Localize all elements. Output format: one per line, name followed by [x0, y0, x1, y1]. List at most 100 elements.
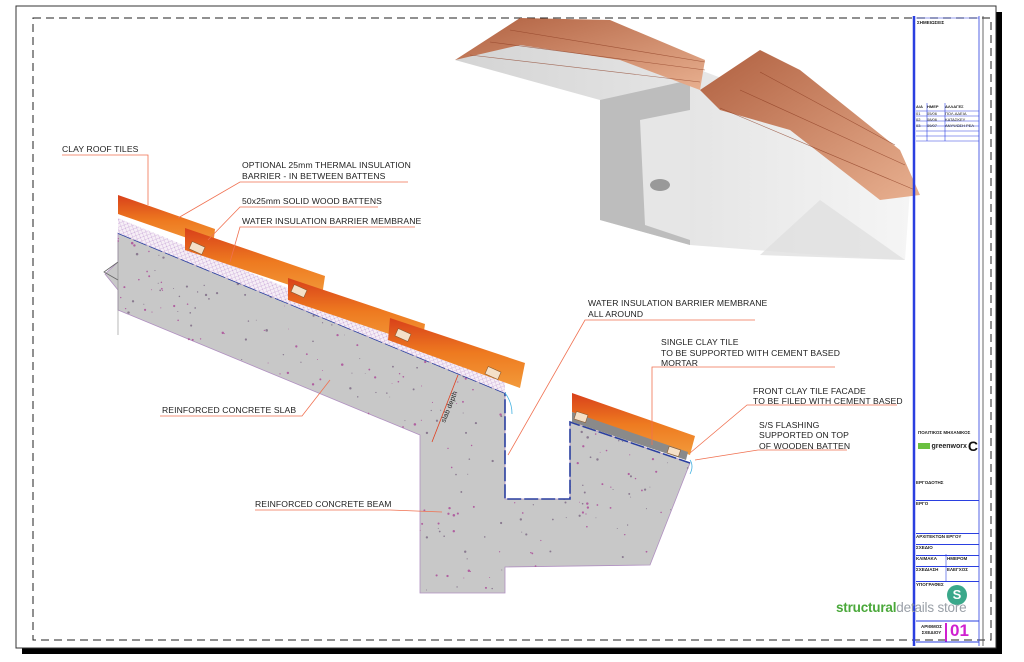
aggregate-dot: [244, 293, 247, 296]
aggregate-dot: [437, 522, 440, 525]
date-label: ΗΜΕΡΟΜ: [947, 556, 968, 561]
aggregate-dot: [159, 289, 162, 292]
aggregate-dot: [288, 328, 290, 330]
rev-date: 05/06: [927, 111, 938, 116]
aggregate-dot: [244, 338, 247, 341]
aggregate-dot: [305, 353, 308, 356]
aggregate-dot: [670, 509, 672, 511]
aggregate-dot: [317, 359, 318, 360]
rev-date: 09/07: [927, 123, 938, 128]
aggregate-dot: [321, 322, 324, 324]
aggregate-dot: [626, 524, 629, 526]
rev-header-changes: ΑΛΛΑΓΕΣ: [945, 104, 964, 109]
revision-header: Α/Α ΗΜΕΡ ΑΛΛΑΓΕΣ: [916, 104, 979, 109]
revision-row: 01 05/06 ΠΟΛ.ΑΔΕΙΑ: [916, 111, 979, 116]
label-beam: REINFORCED CONCRETE BEAM: [255, 499, 392, 509]
aggregate-dot: [500, 415, 503, 418]
rev-header-no: Α/Α: [916, 104, 923, 109]
aggregate-dot: [641, 489, 643, 492]
aggregate-dot: [367, 412, 370, 415]
aggregate-dot: [386, 392, 388, 394]
aggregate-dot: [464, 377, 467, 380]
aggregate-dot: [241, 358, 243, 361]
sheet-number: 01: [950, 621, 969, 640]
aggregate-dot: [123, 286, 126, 289]
aggregate-dot: [389, 396, 391, 398]
aggregate-dot: [402, 375, 405, 378]
aggregate-dot: [157, 282, 159, 284]
aggregate-dot: [117, 240, 120, 242]
aggregate-dot: [178, 295, 181, 298]
aggregate-dot: [596, 458, 599, 461]
aggregate-dot: [194, 307, 197, 309]
aggregate-dot: [321, 370, 323, 372]
client-label: ΕΡΓΟΔΟΤΗΣ: [916, 480, 944, 485]
aggregate-dot: [130, 241, 134, 245]
aggregate-dot: [525, 533, 528, 536]
label-flashing-2: SUPPORTED ON TOP: [759, 430, 849, 440]
aggregate-dot: [464, 431, 468, 434]
label-membrane-all-1: WATER INSULATION BARRIER MEMBRANE: [588, 298, 767, 308]
aggregate-dot: [499, 413, 502, 416]
aggregate-dot: [466, 558, 468, 560]
aggregate-dot: [416, 366, 418, 369]
engineer-title: ΠΟΛΙΤΙΚΟΣ ΜΗΧΑΝΙΚΟΣ: [918, 430, 971, 435]
aggregate-dot: [455, 392, 457, 394]
aggregate-dot: [374, 376, 377, 379]
aggregate-dot: [450, 466, 453, 469]
client-cell: ΕΡΓΟΔΟΤΗΣ: [916, 480, 979, 501]
aggregate-dot: [368, 368, 371, 371]
aggregate-dot: [435, 574, 438, 577]
aggregate-dot: [424, 360, 427, 364]
scale-date-cell: ΚΛΙΜΑΚΑ ΗΜΕΡΟΜ: [916, 556, 979, 567]
aggregate-dot: [616, 527, 618, 529]
aggregate-dot: [143, 303, 145, 305]
aggregate-dot: [552, 518, 554, 521]
aggregate-dot: [425, 589, 427, 591]
label-facade-2: TO BE FILED WITH CEMENT BASED: [753, 396, 903, 406]
aggregate-dot: [582, 445, 585, 448]
aggregate-dot: [491, 587, 493, 590]
aggregate-dot: [452, 513, 456, 517]
aggregate-dot: [578, 514, 581, 517]
aggregate-dot: [435, 419, 439, 422]
aggregate-dot: [295, 345, 298, 348]
aggregate-dot: [331, 324, 333, 326]
aggregate-dot: [340, 363, 344, 366]
rev-change: ΚΑΤΑΣΚΕΥ: [945, 117, 966, 122]
aggregate-dot: [645, 550, 648, 553]
aggregate-dot: [472, 505, 475, 508]
aggregate-dot: [404, 420, 406, 422]
aggregate-dot: [351, 372, 353, 374]
aggregate-dot: [629, 454, 631, 456]
aggregate-dot: [282, 353, 285, 356]
aggregate-dot: [160, 287, 163, 290]
aggregate-dot: [117, 238, 119, 240]
aggregate-dot: [474, 421, 478, 425]
aggregate-dot: [540, 539, 542, 542]
aggregate-dot: [158, 254, 160, 256]
revision-table: Α/Α ΗΜΕΡ ΑΛΛΑΓΕΣ 01 05/06 ΠΟΛ.ΑΔΕΙΑ 02 0…: [916, 104, 979, 128]
aggregate-dot: [586, 506, 590, 509]
aggregate-dot: [151, 311, 153, 313]
aggregate-dot: [186, 303, 189, 305]
aggregate-dot: [645, 508, 647, 510]
aggregate-dot: [286, 371, 290, 375]
aggregate-dot: [438, 530, 441, 533]
aggregate-dot: [364, 373, 366, 375]
aggregate-dot: [221, 331, 225, 335]
aggregate-dot: [491, 459, 494, 463]
title-block-frame: [912, 16, 984, 646]
aggregate-dot: [627, 472, 630, 476]
aggregate-dot: [564, 501, 567, 504]
label-thermal-2: BARRIER - IN BETWEEN BATTENS: [242, 171, 386, 181]
drawn-checked-cell: ΣΧΕΔΙΑΣΗ ΕΛΕΓΧΟΣ: [916, 567, 979, 582]
aggregate-dot: [398, 372, 401, 375]
aggregate-dot: [610, 486, 612, 488]
aggregate-dot: [412, 388, 415, 391]
leader-lines: [62, 154, 897, 513]
rev-header-date: ΗΜΕΡ: [927, 104, 939, 109]
aggregate-dot: [455, 473, 457, 476]
aggregate-dot: [440, 409, 442, 411]
